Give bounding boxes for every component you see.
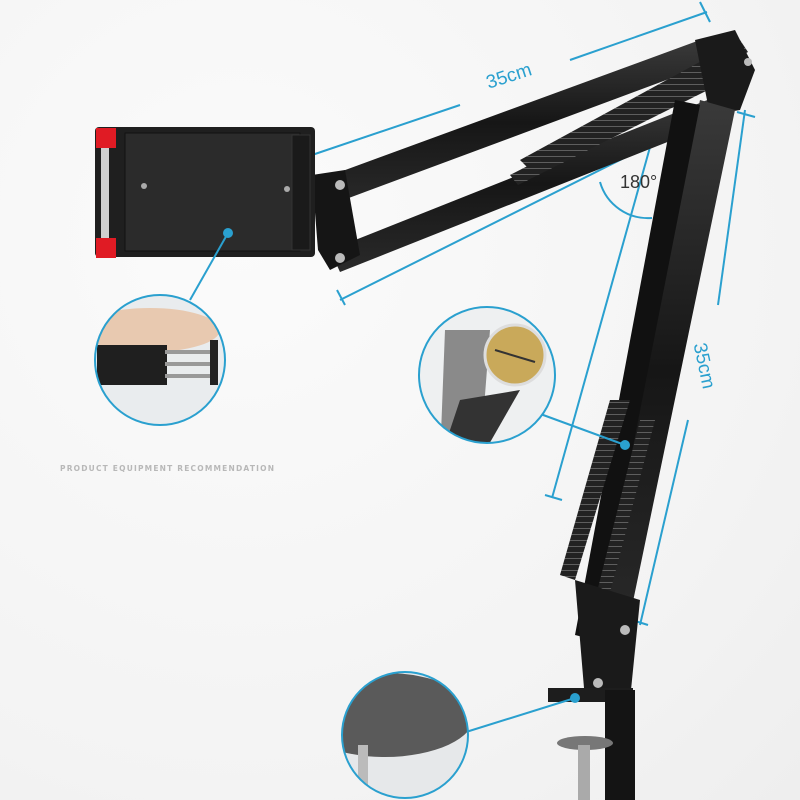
rotation-angle-label: 180° bbox=[620, 172, 658, 192]
callout-connectors bbox=[189, 232, 626, 733]
callout-holder-detail bbox=[94, 294, 226, 426]
callout-clamp-detail bbox=[341, 671, 469, 799]
lower-arm bbox=[560, 100, 735, 700]
callout-thickness-detail bbox=[418, 306, 556, 444]
upper-arm bbox=[312, 30, 755, 272]
product-caption: PRODUCT EQUIPMENT RECOMMENDATION bbox=[60, 464, 276, 473]
desk-clamp bbox=[548, 678, 635, 800]
tablet-holder bbox=[95, 127, 315, 258]
